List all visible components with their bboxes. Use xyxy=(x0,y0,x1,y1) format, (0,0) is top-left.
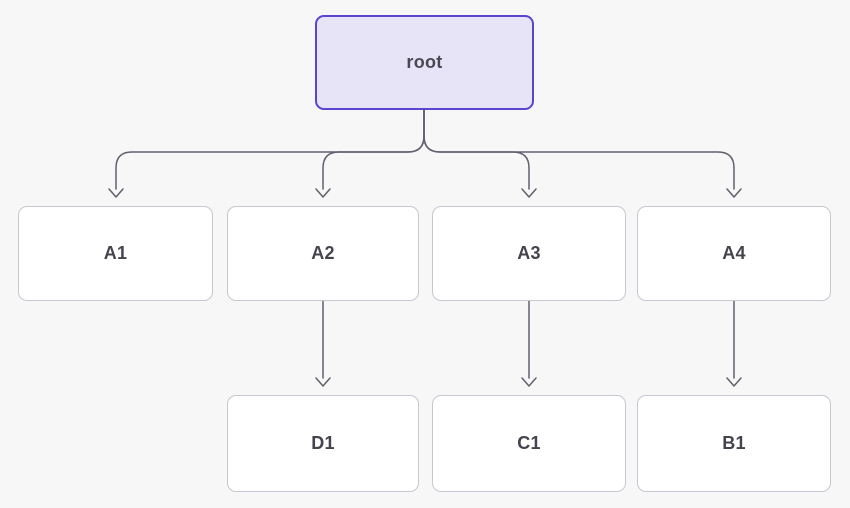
node-root[interactable]: root xyxy=(315,15,534,110)
node-a2-label: A2 xyxy=(311,243,335,263)
edge-root-a1 xyxy=(108,109,425,198)
node-c1-label: C1 xyxy=(517,433,541,453)
edge-root-a4 xyxy=(423,109,742,198)
edge-root-a2 xyxy=(315,109,425,198)
arrowhead-icon xyxy=(521,188,537,198)
node-b1-label: B1 xyxy=(722,433,746,453)
arrowhead-icon xyxy=(726,188,742,198)
node-a4-label: A4 xyxy=(722,243,746,263)
node-a1[interactable]: A1 xyxy=(18,206,213,301)
node-a2[interactable]: A2 xyxy=(227,206,419,301)
arrowhead-icon xyxy=(521,377,537,387)
node-a1-label: A1 xyxy=(103,243,128,263)
node-a3[interactable]: A3 xyxy=(432,206,626,301)
arrowhead-icon xyxy=(315,377,331,387)
edge-a4-b1 xyxy=(726,300,742,387)
node-root-label: root xyxy=(406,52,443,72)
node-d1[interactable]: D1 xyxy=(227,395,419,492)
node-d1-label: D1 xyxy=(311,433,335,453)
node-a4[interactable]: A4 xyxy=(637,206,831,301)
arrowhead-icon xyxy=(726,377,742,387)
edge-a2-d1 xyxy=(315,300,331,387)
node-b1[interactable]: B1 xyxy=(637,395,831,492)
node-a3-label: A3 xyxy=(517,243,541,263)
node-c1[interactable]: C1 xyxy=(432,395,626,492)
arrowhead-icon xyxy=(315,188,331,198)
edge-a3-c1 xyxy=(521,300,537,387)
edge-root-a3 xyxy=(423,109,537,198)
arrowhead-icon xyxy=(108,188,124,198)
